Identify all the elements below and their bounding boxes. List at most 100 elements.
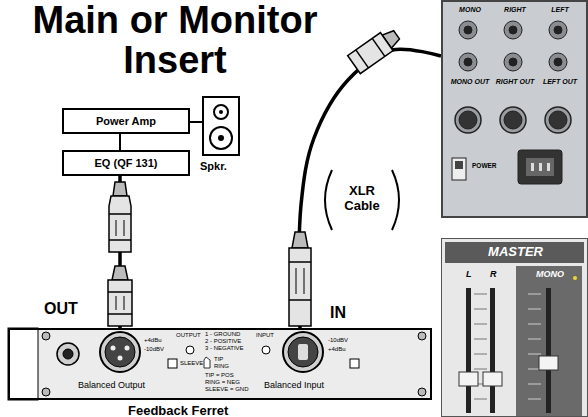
panel-marking: 1 - GROUND xyxy=(205,331,240,338)
device-panel xyxy=(8,328,432,400)
panel-label: MONO xyxy=(517,269,583,279)
fader-ticks xyxy=(528,399,541,400)
cable-label-slot: XLR Cable xyxy=(334,182,390,214)
xlr-plug xyxy=(304,268,305,294)
xlr-plug xyxy=(289,248,311,326)
xlr-plug xyxy=(112,266,128,280)
xlr-plug xyxy=(108,266,132,326)
mixer-rear-panel xyxy=(554,26,562,34)
device-panel xyxy=(111,346,116,351)
device-panel xyxy=(8,328,432,400)
mixer-rear-panel xyxy=(452,158,466,180)
label-bracket xyxy=(325,170,332,230)
fader-ticks xyxy=(474,339,487,340)
panel-marking-slot: INPUT xyxy=(256,332,274,339)
fader-ticks xyxy=(474,369,487,370)
panel-label-slot: IN xyxy=(330,304,346,322)
mixer-rear-panel: MONORIGHTLEFTMONO OUTRIGHT OUTLEFT OUTPO… xyxy=(441,0,588,218)
xlr-plug xyxy=(113,182,127,196)
panel-label-slot: L xyxy=(466,269,472,279)
fader-ticks xyxy=(528,354,541,355)
panel-marking-slot: -10dBV xyxy=(328,337,348,344)
panel-marking: 2 - POSITIVE xyxy=(205,338,241,345)
box-label: EQ (QF 131) xyxy=(95,157,158,169)
panel-marking-slot: +4dBu xyxy=(144,337,162,344)
panel-marking-slot: RING xyxy=(214,363,229,370)
panel-label: MONO xyxy=(450,6,490,14)
cable-connector xyxy=(119,134,121,150)
master-fader-panel: MASTER L R MONO xyxy=(441,238,588,417)
eq-box: EQ (QF 131) xyxy=(62,150,190,176)
mixer-rear-panel xyxy=(441,0,588,218)
xlr-plug xyxy=(109,196,131,252)
mixer-rear-panel xyxy=(459,53,477,71)
speaker-cones xyxy=(210,127,232,149)
fader-ticks xyxy=(474,294,541,399)
device-panel xyxy=(105,337,135,367)
device-panel xyxy=(418,388,426,396)
device-panel xyxy=(125,346,130,351)
mixer-rear-panel xyxy=(539,163,542,171)
device-panel xyxy=(204,357,210,368)
panel-marking-slot: 3 - NEGATIVE xyxy=(205,345,244,352)
panel-label-slot: RIGHT OUT xyxy=(495,78,535,86)
panel-label: R xyxy=(490,269,497,279)
xlr-plug xyxy=(116,220,117,236)
device-panel xyxy=(57,343,79,365)
xlr-plug xyxy=(108,313,132,315)
panel-label: LEFT OUT xyxy=(540,78,580,86)
panel-marking-slot: 1 - GROUND xyxy=(205,331,240,338)
panel-label: L xyxy=(466,269,472,279)
device-name-slot: Feedback Ferret xyxy=(128,403,228,417)
fader-ticks xyxy=(528,324,541,325)
panel-marking: INPUT xyxy=(256,332,274,339)
master-fader-panel xyxy=(459,372,478,386)
fader-ticks xyxy=(528,384,541,385)
xlr-plug xyxy=(289,232,311,326)
mixer-rear-panel xyxy=(549,53,567,71)
speaker-cones xyxy=(214,105,228,119)
cable-label: XLR Cable xyxy=(334,182,390,214)
mixer-rear-panel xyxy=(504,111,522,129)
master-fader-panel xyxy=(466,288,471,413)
panel-marking-slot: SLEEVE xyxy=(180,360,203,367)
panel-marking: +4dBu xyxy=(144,337,162,344)
panel-label: POWER xyxy=(472,162,497,169)
panel-label: MASTER xyxy=(442,244,588,259)
fader-ticks xyxy=(528,294,541,295)
xlr-plug xyxy=(292,232,308,248)
panel-label: IN xyxy=(330,304,346,322)
mixer-rear-panel xyxy=(464,58,472,66)
mixer-rear-panel xyxy=(459,21,477,39)
panel-marking-slot: 2 - POSITIVE xyxy=(205,338,241,345)
box-label: Power Amp xyxy=(96,115,156,127)
mixer-rear-panel xyxy=(455,161,463,169)
fader-ticks xyxy=(474,399,487,400)
mixer-rear-panel xyxy=(464,26,472,34)
xlr-plug xyxy=(289,261,311,263)
panel-marking: SLEEVE = GND xyxy=(205,386,249,393)
panel-marking: TIP = POS xyxy=(205,372,234,379)
device-panel xyxy=(118,356,123,361)
panel-label-slot: OUT xyxy=(44,300,78,318)
panel-label: OUT xyxy=(44,300,78,318)
mixer-rear-panel xyxy=(554,58,562,66)
mixer-rear-panel xyxy=(545,107,571,133)
xlr-plug xyxy=(108,291,132,293)
device-panel xyxy=(262,346,270,354)
xlr-plug xyxy=(372,38,385,56)
xlr-plug xyxy=(109,239,131,241)
mixer-rear-panel xyxy=(526,158,554,176)
panel-marking: TIP xyxy=(214,356,223,363)
speaker-box: Spkr. xyxy=(202,96,240,156)
device-name: Feedback Ferret xyxy=(128,403,228,417)
xlr-plug xyxy=(108,280,132,326)
xlr-plug xyxy=(109,213,131,215)
master-fader-panel xyxy=(490,288,495,413)
panel-marking: -10dBV xyxy=(144,346,164,353)
panel-marking-slot: TIP = POS xyxy=(205,372,234,379)
diagram-title-slot: Main or Monitor Insert xyxy=(10,0,340,80)
panel-marking-slot: TIP xyxy=(214,356,223,363)
panel-label-slot: Spkr. xyxy=(200,160,227,173)
panel-label: LEFT xyxy=(540,6,580,14)
